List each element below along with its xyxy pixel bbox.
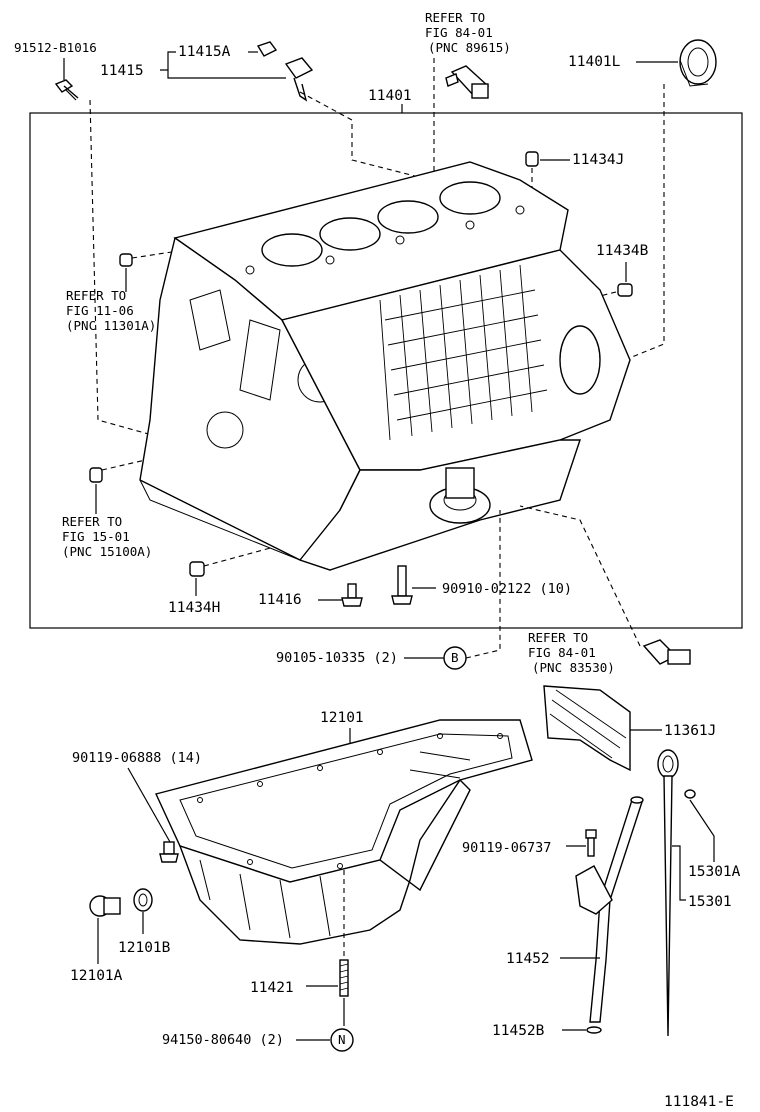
refer1-line3: (PNC 89615) xyxy=(428,40,511,55)
label-11452: 11452 xyxy=(506,951,550,967)
label-90119-06737: 90119-06737 xyxy=(462,840,551,856)
label-11401L: 11401L xyxy=(568,54,621,70)
label-11361J: 11361J xyxy=(664,723,716,739)
oil-jet-icon xyxy=(256,41,314,102)
label-12101: 12101 xyxy=(320,710,364,726)
bolt-90119-06888-icon xyxy=(159,841,179,863)
refer1-line2: FIG 84-01 xyxy=(425,25,493,40)
label-91512: 91512-B1016 xyxy=(14,40,97,55)
figure-id: 111841-E xyxy=(664,1094,734,1110)
dipstick-icon xyxy=(657,749,679,1037)
oil-pressure-switch-icon xyxy=(445,65,490,99)
dowel-pin-lower-left-icon xyxy=(89,467,103,483)
cylinder-block-frame xyxy=(29,112,743,629)
label-11434J: 11434J xyxy=(572,152,624,168)
refer3-line1: REFER TO xyxy=(62,514,122,529)
label-90105: 90105-10335 (2) xyxy=(276,650,398,666)
refer3-line2: FIG 15-01 xyxy=(62,529,130,544)
refer2-line2: FIG 11-06 xyxy=(66,303,134,318)
refer3-line3: (PNC 15100A) xyxy=(62,544,152,559)
stud-11421-icon xyxy=(339,959,349,997)
label-11434H: 11434H xyxy=(168,600,220,616)
refer4-line3: (PNC 83530) xyxy=(532,660,615,675)
label-11452B: 11452B xyxy=(492,1023,545,1039)
label-90910: 90910-02122 (10) xyxy=(442,581,572,597)
label-15301A: 15301A xyxy=(688,864,741,880)
refer2-line1: REFER TO xyxy=(66,288,126,303)
label-11421: 11421 xyxy=(250,980,294,996)
dipstick-guide-icon xyxy=(575,796,644,1023)
marker-B-text: B xyxy=(451,650,459,665)
oil-baffle-icon xyxy=(543,685,631,772)
refer2-line3: (PNC 11301A) xyxy=(66,318,156,333)
o-ring-11452B-icon xyxy=(586,1026,602,1034)
label-90119-06888: 90119-06888 (14) xyxy=(72,750,202,766)
refer4-line2: FIG 84-01 xyxy=(528,645,596,660)
dowel-pin-upper-left-icon xyxy=(119,253,133,267)
label-11415: 11415 xyxy=(100,63,144,79)
drain-gasket-icon xyxy=(133,888,153,912)
label-94150: 94150-80640 (2) xyxy=(162,1032,284,1048)
o-ring-15301A-icon xyxy=(684,789,696,799)
drain-plug-icon xyxy=(89,895,121,917)
dowel-pin-11434B-icon xyxy=(617,283,633,297)
label-11434B: 11434B xyxy=(596,243,649,259)
marker-N-text: N xyxy=(338,1032,346,1047)
bolt-90910-icon xyxy=(391,565,413,605)
bolt-91512-icon xyxy=(54,79,79,101)
label-12101B: 12101B xyxy=(118,940,171,956)
marker-N xyxy=(330,1028,354,1052)
refer1-line1: REFER TO xyxy=(425,10,485,25)
label-11416: 11416 xyxy=(258,592,302,608)
bolt-11416-icon xyxy=(341,583,363,607)
label-12101A: 12101A xyxy=(70,968,123,984)
dowel-pin-11434J-icon xyxy=(525,151,539,167)
oil-pan-icon xyxy=(155,719,533,945)
label-11401: 11401 xyxy=(368,88,412,104)
dowel-pin-11434H-icon xyxy=(189,561,205,577)
oil-seal-icon xyxy=(679,39,717,87)
cylinder-block-icon xyxy=(139,161,631,571)
bolt-90119-06737-icon xyxy=(585,829,597,857)
refer4-line1: REFER TO xyxy=(528,630,588,645)
label-11415A: 11415A xyxy=(178,44,231,60)
knock-sensor-icon xyxy=(642,639,691,665)
label-15301: 15301 xyxy=(688,894,732,910)
